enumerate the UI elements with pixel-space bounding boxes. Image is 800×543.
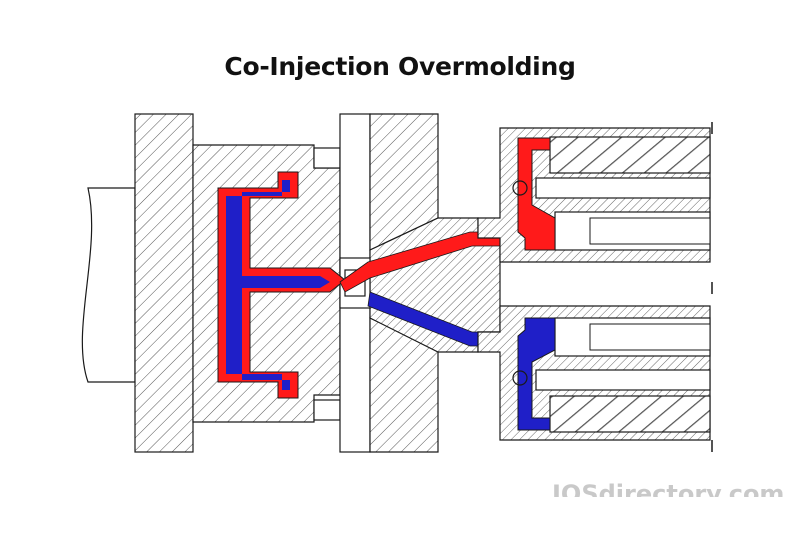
molded-part: [217, 171, 346, 399]
barrel-channel-bottom: [535, 369, 711, 391]
diagram-title: Co-Injection Overmolding: [224, 52, 576, 81]
check-valve-top: [512, 180, 528, 196]
barrel-channel-top: [535, 177, 711, 199]
watermark-text: IQSdirectory.com: [552, 481, 785, 497]
movable-platen: [134, 113, 194, 453]
check-valve-bottom: [512, 370, 528, 386]
core-melt: [517, 317, 556, 431]
barrel-screw-bottom: [549, 395, 711, 433]
core-layer-inner: [232, 200, 236, 370]
core-layer: [226, 180, 330, 390]
core-step-top: [313, 147, 341, 169]
injection-unit-skin: [477, 127, 711, 263]
core-step-bottom: [313, 399, 341, 421]
skin-melt: [517, 137, 556, 251]
machine-shaft: [81, 187, 136, 383]
injection-unit-core: [477, 305, 711, 441]
barrel-screw-top: [549, 136, 711, 174]
